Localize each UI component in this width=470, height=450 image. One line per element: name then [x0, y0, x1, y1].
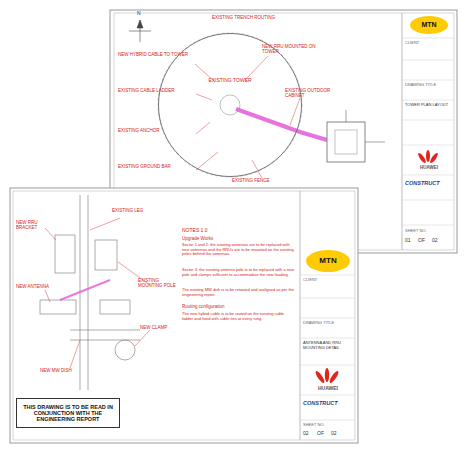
drawing-annotation: EXISTING LEG: [112, 208, 162, 213]
drawing-annotation: NEW MW DISH: [40, 368, 90, 373]
node-text: MTN: [319, 256, 336, 265]
drawing-annotation: EXISTING TRENCH ROUTING: [212, 15, 302, 20]
drawing-annotation: Sector 3: the existing antenna pole is t…: [182, 268, 296, 277]
north-arrow-label: N: [137, 11, 145, 17]
node-text: MTN: [421, 21, 436, 29]
drawing-annotation: EXISTING CABLE LADDER: [118, 88, 196, 93]
drawing-annotation: SHEET NO.: [405, 229, 435, 234]
drawing-annotation: 02: [303, 431, 313, 437]
drawing-annotation: EXISTING GROUND BAR: [118, 164, 196, 169]
drawing-annotation: 02: [432, 238, 442, 244]
drawing-annotation: EXISTING ANCHOR: [118, 128, 196, 133]
drawing-annotation: NOTES 1.0: [182, 228, 242, 234]
drawing-annotation: OF: [317, 431, 327, 437]
drawing-annotation: NEW ANTENNA: [16, 284, 56, 289]
drawing-annotation: NEW CLAMP: [140, 325, 176, 330]
drawing-annotation: OF: [418, 238, 428, 244]
node-text: HUAWEI: [318, 386, 338, 392]
drawing-annotation: DRAWING TITLE: [405, 83, 453, 88]
drawing-annotation: CONSTRUCT: [405, 180, 453, 186]
drawing-annotation: NEW RRU BRACKET: [16, 220, 56, 230]
drawing-annotation: The new hybrid cable is to be routed on …: [182, 312, 296, 321]
drawing-annotation: EXISTING OUTDOOR CABINET: [285, 88, 345, 98]
drawing-annotation: CLIENT: [303, 278, 353, 283]
drawing-annotation: EXISTING FENCE: [232, 178, 292, 183]
node-text: THIS DRAWING IS TO BE READ IN CONJUNCTIO…: [20, 404, 116, 423]
client-logo: MTN: [410, 16, 448, 34]
contractor-logo: HUAWEI: [410, 163, 448, 172]
node-text: HUAWEI: [420, 165, 438, 170]
drawing-annotation: CONSTRUCT: [303, 400, 353, 406]
reference-note-box: THIS DRAWING IS TO BE READ IN CONJUNCTIO…: [16, 398, 120, 428]
contractor-logo: HUAWEI: [306, 384, 350, 394]
drawing-annotation: EXISTING MOUNTING POLE: [138, 278, 178, 288]
drawing-annotation: TOWER PLAN LAYOUT: [405, 103, 453, 108]
drawing-annotation: Routing configuration: [182, 304, 296, 309]
drawing-annotation: The existing MW dish is to be retained a…: [182, 288, 296, 297]
drawing-annotation: DRAWING TITLE: [303, 321, 353, 326]
drawing-annotation: CLIENT: [405, 41, 453, 46]
client-logo: MTN: [306, 250, 350, 272]
node-text: EXISTING TOWER: [208, 78, 251, 84]
drawing-annotation: ANTENNA AND RRU MOUNTING DETAIL: [303, 341, 353, 350]
tower-outline: EXISTING TOWER: [158, 33, 302, 177]
drawing-annotation: NEW HYBRID CABLE TO TOWER: [118, 52, 196, 57]
drawing-annotation: Sector 1 and 2: the existing antennas ar…: [182, 243, 296, 257]
drawing-annotation: SHEET NO.: [303, 423, 333, 428]
drawing-annotation: Upgrade Works: [182, 236, 242, 241]
drawing-annotation: 02: [331, 431, 341, 437]
drawing-annotation: 01: [405, 238, 415, 244]
drawing-annotation: NEW RRU MOUNTED ON TOWER: [262, 44, 332, 54]
